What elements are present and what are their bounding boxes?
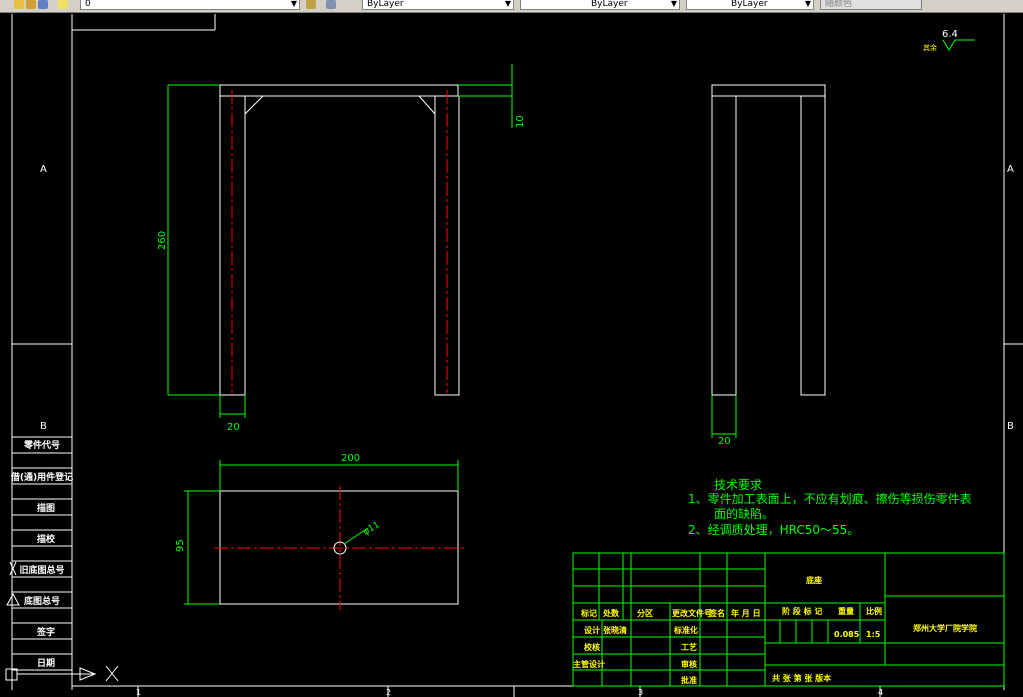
linetype-value: ByLayer	[591, 0, 628, 9]
hdr-date: 年 月 日	[731, 608, 761, 618]
dim-thickness-10: 10	[515, 115, 526, 128]
technical-requirements: 技术要求 1、零件加工表面上，不应有划痕、擦伤等损伤零件表 面的缺陷。 2、经调…	[688, 478, 972, 537]
tech-title: 技术要求	[714, 478, 762, 492]
scale-label: 比例	[866, 606, 882, 616]
plotstyle-value: 随颜色	[825, 0, 853, 9]
roughness-symbol: 6.4 其余	[923, 29, 975, 52]
plotstyle-dropdown[interactable]: 随颜色	[820, 0, 922, 10]
tech-line-1: 1、零件加工表面上，不应有划痕、擦伤等损伤零件表	[688, 491, 972, 506]
properties-toolbar: 0 ▼ ByLayer ▼ ByLayer ▼ ByLayer ▼ 随颜色	[0, 0, 1023, 13]
side-table-label: 描图	[37, 502, 55, 514]
chevron-down-icon: ▼	[670, 0, 677, 8]
hdr-doc: 更改文件号	[672, 608, 712, 618]
bottom-zone: 2	[386, 688, 391, 697]
make-current-icon[interactable]	[306, 0, 316, 9]
lineweight-value: ByLayer	[731, 0, 768, 9]
sheets-label: 共 张 第 张 版本	[772, 673, 831, 683]
part-name: 底座	[805, 575, 822, 585]
review-label: 审核	[681, 659, 697, 669]
dim-width-95: 95	[175, 539, 186, 552]
dim-length-200: 200	[341, 453, 360, 464]
bottom-zone: 1	[136, 688, 141, 697]
chevron-down-icon: ▼	[804, 0, 811, 8]
side-table-label: 底图总号	[24, 595, 60, 607]
hdr-mark: 标记	[580, 608, 597, 618]
chevron-down-icon: ▼	[290, 0, 297, 8]
weight-label: 重量	[838, 606, 854, 616]
chief-label: 主管设计	[573, 659, 605, 669]
layer-state-icon[interactable]	[14, 0, 24, 9]
chevron-down-icon: ▼	[504, 0, 511, 8]
side-table-label: 日期	[37, 657, 55, 669]
design-label: 设计	[584, 625, 600, 635]
tech-line-1b: 面的缺陷。	[714, 506, 774, 521]
zone-label-a: A	[40, 164, 47, 175]
approve-label: 批准	[681, 675, 697, 685]
company-name: 郑州大学厂院学院	[913, 623, 977, 633]
side-table-label: 签字	[36, 626, 55, 638]
side-view: 20	[711, 84, 826, 447]
check-label: 校核	[584, 642, 600, 652]
layer-color-icon[interactable]	[58, 0, 68, 9]
zone-label-a-right: A	[1007, 164, 1014, 175]
scale-value: 1:5	[866, 630, 881, 639]
front-view: 260 10 20	[157, 64, 526, 433]
side-table: 零件代号 借(通)用件登记 描图 描校 旧底图总号 底图总号 签字 日期	[10, 436, 73, 671]
side-table-label: 借(通)用件登记	[10, 471, 73, 483]
designer-name: 张晓清	[603, 625, 627, 635]
standard-label: 标准化	[673, 625, 698, 635]
zone-label-b-right: B	[1007, 421, 1014, 432]
bottom-zone-labels: 1 2 3 4	[136, 688, 883, 697]
dim-width-20-side: 20	[718, 436, 731, 447]
ucs-icon	[5, 561, 119, 682]
roughness-note: 其余	[923, 43, 937, 52]
process-label: 工艺	[681, 642, 697, 652]
hdr-sign: 签名	[708, 608, 725, 618]
hdr-zone: 分区	[637, 608, 653, 618]
dim-height-260: 260	[157, 231, 168, 250]
lineweight-dropdown[interactable]: ByLayer ▼	[686, 0, 814, 10]
top-view: 200 95 φ11	[175, 453, 465, 610]
side-table-label: 描校	[37, 533, 56, 545]
layer-value: 0	[85, 0, 91, 9]
side-table-label: 零件代号	[23, 439, 60, 451]
hdr-count: 处数	[602, 608, 620, 618]
bottom-zone: 3	[638, 688, 643, 697]
layer-lock-icon[interactable]	[38, 0, 48, 9]
title-block: 底座 标记 处数 分区 更改文件号 签名 年 月 日 设计 张晓清 标准化 校核…	[572, 552, 1005, 687]
color-value: ByLayer	[367, 0, 404, 9]
layer-previous-icon[interactable]	[326, 0, 336, 9]
side-table-label: 旧底图总号	[19, 564, 64, 576]
linetype-dropdown[interactable]: ByLayer ▼	[520, 0, 680, 10]
zone-label-b: B	[40, 421, 47, 432]
color-dropdown[interactable]: ByLayer ▼	[362, 0, 514, 10]
roughness-value: 6.4	[942, 29, 958, 40]
bottom-zone: 4	[878, 688, 883, 697]
weight-value: 0.085	[834, 630, 860, 639]
stage-label: 阶 段 标 记	[782, 606, 822, 616]
tech-line-2: 2、经调质处理，HRC50～55。	[688, 523, 859, 537]
dim-width-20-front: 20	[227, 422, 240, 433]
dim-hole: φ11	[362, 520, 382, 537]
layer-freeze-icon[interactable]	[26, 0, 36, 9]
layer-dropdown[interactable]: 0 ▼	[80, 0, 300, 10]
drawing-canvas[interactable]: A B A B 零件代号 借(通)用件登记 描图 描校	[0, 12, 1023, 697]
